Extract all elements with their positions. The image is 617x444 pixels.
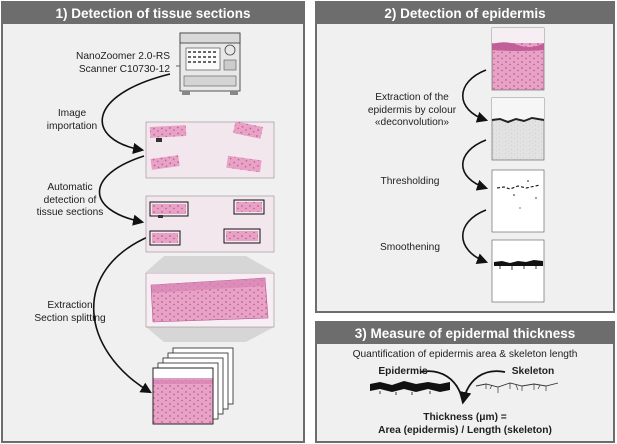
arrow-detect [98,155,145,226]
arrow-extract [92,235,152,394]
epidermis-label: Epidermis [378,366,428,377]
smoothened-image [491,239,545,303]
scanner-label: NanoZoomer 2.0-RS Scanner C10730-12 [76,51,170,75]
panel-title: 2) Detection of epidermis [317,3,613,24]
thresholded-image [491,169,545,233]
arrow-import [101,73,171,154]
slide-imported [145,121,275,179]
section-stack [152,347,234,425]
enlarged-section [145,272,275,328]
panel-thickness-measure: 3) Measure of epidermal thickness [315,321,615,443]
slide-detected [145,195,275,253]
step-extraction: Extraction Section splitting [34,300,106,324]
scanner-icon [176,32,241,95]
step-thresholding: Thresholding [380,176,440,187]
epidermis-deconvolution-image [491,97,545,161]
zoom-wedge-top [146,256,274,272]
step-image-importation: Image importation [46,108,98,132]
step-smoothening: Smoothening [379,242,441,253]
step-automatic-detection: Automatic detection of tissue sections [36,182,104,218]
arrow-merge-skeleton [458,370,506,405]
panel-title: 3) Measure of epidermal thickness [317,323,613,344]
panel-title: 1) Detection of tissue sections [3,3,303,24]
thickness-formula: Thickness (μm) = Area (epidermis) / Leng… [378,412,552,436]
epidermis-he-image [491,27,545,91]
thickness-subtitle: Quantification of epidermis area & skele… [352,349,578,360]
epidermis-strip [370,381,450,395]
skeleton-strip [475,382,559,393]
zoom-wedge-bottom [146,327,274,342]
skeleton-label: Skeleton [511,366,555,377]
arrow-deconvolution [461,69,489,123]
step-colour-deconvolution: Extraction of the epidermis by colour «d… [367,92,457,128]
arrow-smooth [461,209,489,264]
arrow-threshold [461,139,489,191]
